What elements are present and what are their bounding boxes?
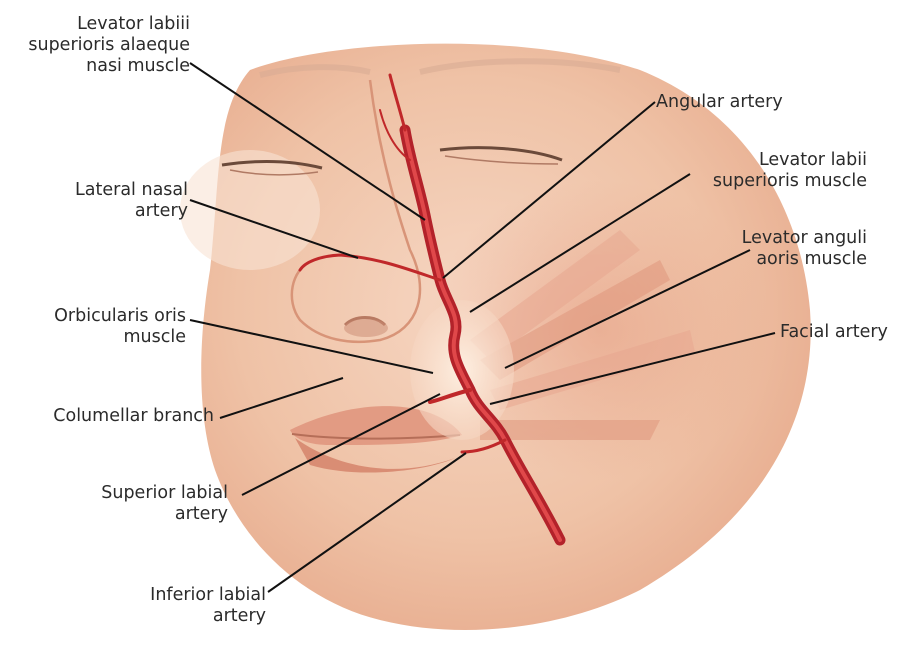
label-columellar-branch: Columellar branch <box>0 406 214 427</box>
label-orbicularis-oris-muscle: Orbicularis oris muscle <box>0 306 186 348</box>
label-facial-artery: Facial artery <box>780 322 888 343</box>
label-inferior-labial-artery: Inferior labial artery <box>0 585 266 627</box>
label-levator-labii-superioris-alaeque-nasi: Levator labiii superioris alaeque nasi m… <box>0 14 190 77</box>
label-levator-anguli-oris-muscle: Levator anguli aoris muscle <box>700 228 867 270</box>
label-levator-labii-superioris-muscle: Levator labii superioris muscle <box>640 150 867 192</box>
label-superior-labial-artery: Superior labial artery <box>0 483 228 525</box>
label-lateral-nasal-artery: Lateral nasal artery <box>0 180 188 222</box>
label-angular-artery: Angular artery <box>656 92 783 113</box>
